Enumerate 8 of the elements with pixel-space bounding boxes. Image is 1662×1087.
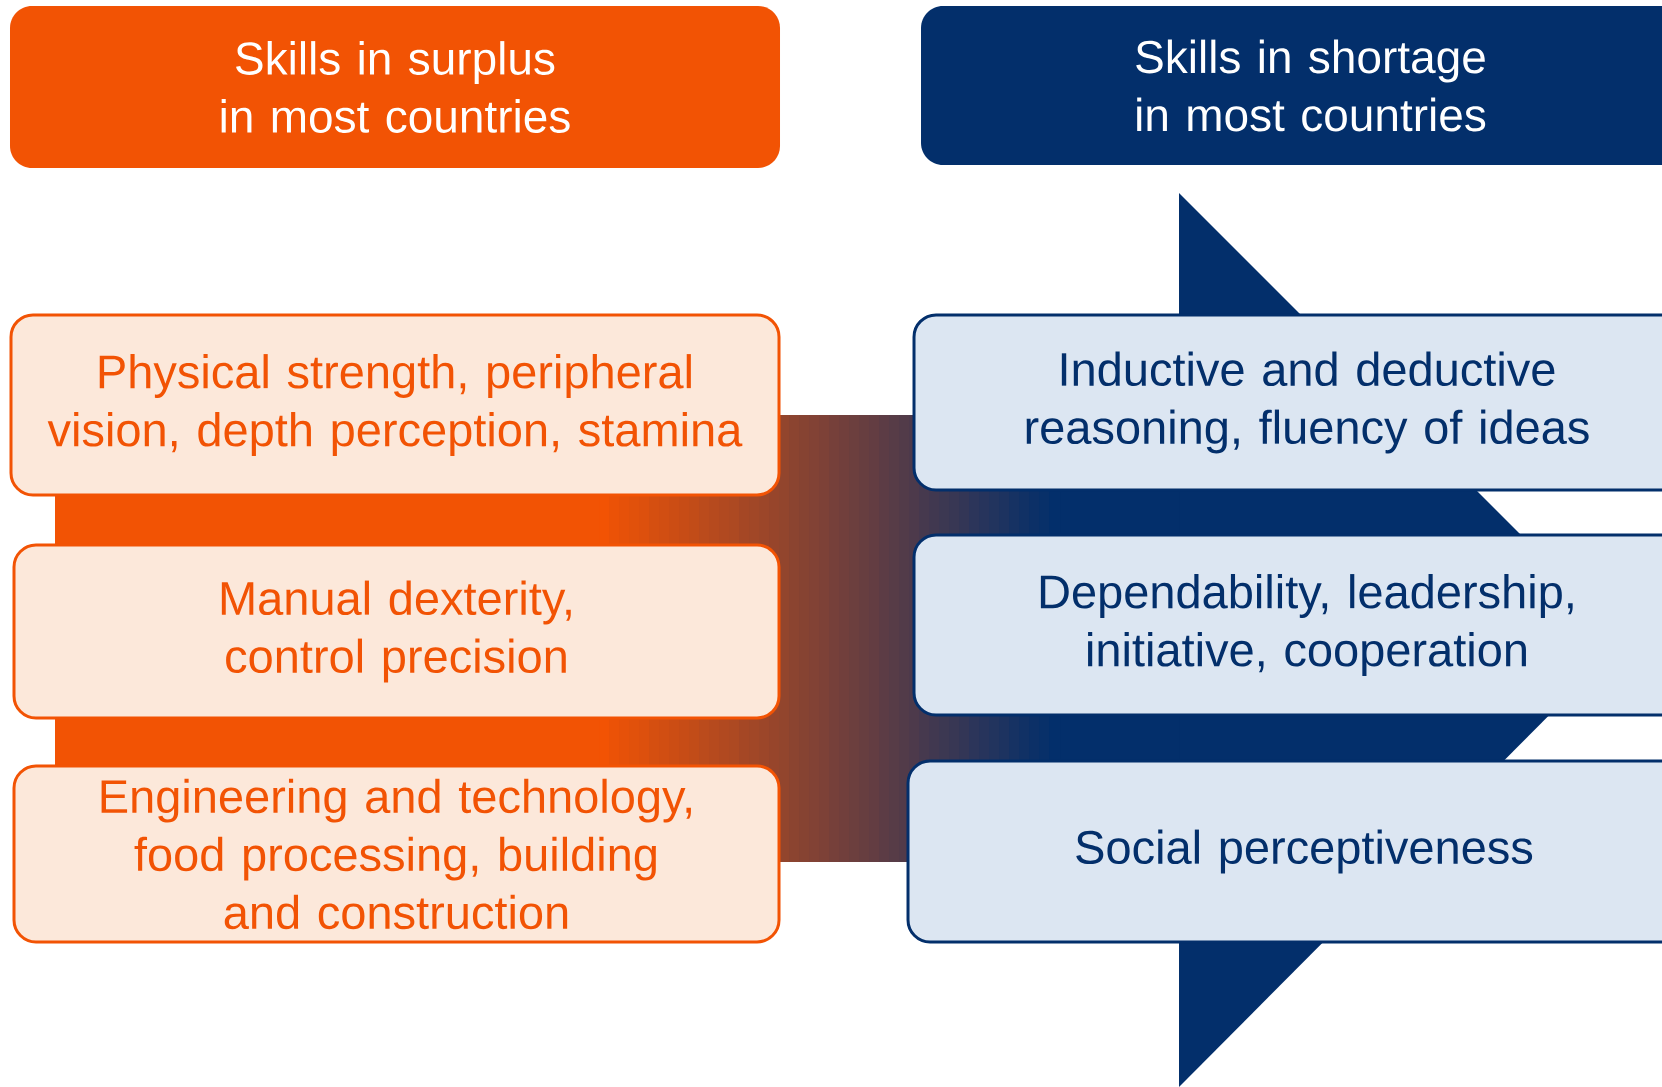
skill-box: Manual dexterity, control precision: [12, 543, 781, 720]
skill-box: Dependability, leadership, initiative, cooperation: [912, 533, 1662, 717]
skill-box: Engineering and technology, food processing, building and construction: [12, 764, 781, 944]
skill-box: Inductive and deductive reasoning, fluency of ideas: [912, 313, 1662, 492]
header-box: Skills in surplus in most countries: [10, 6, 780, 168]
header-box: Skills in shortage in most countries: [921, 6, 1662, 165]
skill-box: Social perceptiveness: [906, 759, 1662, 944]
skill-box: Physical strength, peripheral vision, depth perception, stamina: [9, 313, 781, 497]
